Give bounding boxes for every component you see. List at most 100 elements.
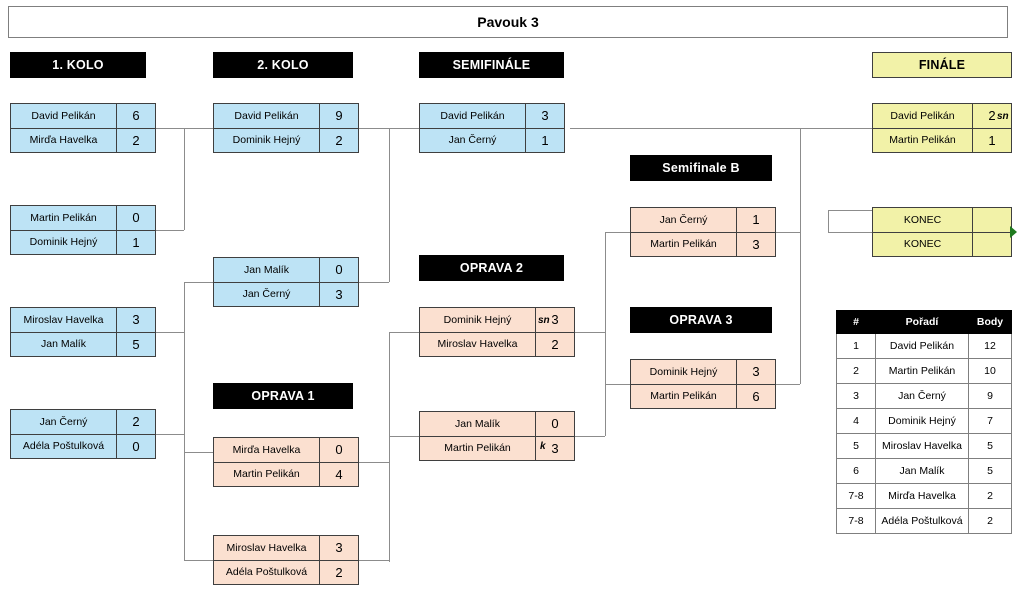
match-row[interactable]: David Pelikán 9 bbox=[214, 104, 358, 129]
match-oprava2-1[interactable]: Dominik Hejný 3 Miroslav Havelka 2 bbox=[419, 307, 575, 357]
match-row[interactable]: Miroslav Havelka 2 bbox=[420, 332, 574, 356]
match-semifinale-b[interactable]: Jan Černý 1 Martin Pelikán 3 bbox=[630, 207, 776, 257]
player-name: Jan Černý bbox=[420, 128, 526, 152]
header-finale: FINÁLE bbox=[872, 52, 1012, 78]
connector bbox=[156, 434, 184, 435]
match-row[interactable]: Martin Pelikán 1 bbox=[873, 128, 1011, 152]
match-row[interactable]: Jan Černý 2 bbox=[11, 410, 155, 435]
player-score: 2 bbox=[117, 128, 155, 152]
player-name: Dominik Hejný bbox=[214, 128, 320, 152]
player-score: 3 bbox=[536, 436, 574, 460]
connector bbox=[605, 384, 630, 385]
standings-points: 5 bbox=[968, 433, 1012, 459]
standings-points: 2 bbox=[968, 508, 1012, 534]
match-row[interactable]: Jan Malík 5 bbox=[11, 332, 155, 356]
match-row[interactable]: Dominik Hejný 3 bbox=[420, 308, 574, 333]
connector bbox=[156, 332, 184, 333]
standings-rank: 2 bbox=[836, 358, 876, 384]
match-row[interactable]: Dominik Hejný 1 bbox=[11, 230, 155, 254]
connector bbox=[570, 436, 605, 437]
match-row[interactable]: Martin Pelikán 3 bbox=[420, 436, 574, 460]
match-row[interactable]: David Pelikán 2 bbox=[873, 104, 1011, 129]
standings-rank: 3 bbox=[836, 383, 876, 409]
player-score: 2 bbox=[320, 560, 358, 584]
match-row[interactable]: Adéla Poštulková 0 bbox=[11, 434, 155, 458]
header-semifinale-b: Semifinale B bbox=[630, 155, 772, 181]
connector bbox=[828, 210, 829, 232]
connector bbox=[389, 332, 419, 333]
match-r1-4[interactable]: Jan Černý 2 Adéla Poštulková 0 bbox=[10, 409, 156, 459]
standings-header-points: Body bbox=[968, 310, 1012, 334]
match-oprava2-2[interactable]: Jan Malík 0 Martin Pelikán 3 bbox=[419, 411, 575, 461]
match-semifinale[interactable]: David Pelikán 3 Jan Černý 1 bbox=[419, 103, 565, 153]
connector bbox=[359, 560, 389, 561]
match-row[interactable]: Martin Pelikán 6 bbox=[631, 384, 775, 408]
match-r1-2[interactable]: Martin Pelikán 0 Dominik Hejný 1 bbox=[10, 205, 156, 255]
player-score: 3 bbox=[526, 104, 564, 128]
match-oprava1-2[interactable]: Miroslav Havelka 3 Adéla Poštulková 2 bbox=[213, 535, 359, 585]
match-row[interactable]: Dominik Hejný 2 bbox=[214, 128, 358, 152]
standings-name: Jan Malík bbox=[875, 458, 969, 484]
connector bbox=[800, 128, 801, 232]
connector bbox=[156, 230, 184, 231]
match-row[interactable]: Mirďa Havelka 0 bbox=[214, 438, 358, 463]
standings-name: Martin Pelikán bbox=[875, 358, 969, 384]
match-row[interactable]: Dominik Hejný 3 bbox=[631, 360, 775, 385]
header-round-2: 2. KOLO bbox=[213, 52, 353, 78]
player-score: 2 bbox=[536, 332, 574, 356]
player-name: Martin Pelikán bbox=[11, 206, 117, 230]
match-row[interactable]: David Pelikán 3 bbox=[420, 104, 564, 129]
match-row[interactable]: Jan Černý 1 bbox=[420, 128, 564, 152]
player-name: Mirďa Havelka bbox=[214, 438, 320, 462]
standings-header-name: Pořadí bbox=[875, 310, 969, 334]
player-score: 0 bbox=[320, 258, 358, 282]
standings-points: 5 bbox=[968, 458, 1012, 484]
match-r1-1[interactable]: David Pelikán 6 Mirďa Havelka 2 bbox=[10, 103, 156, 153]
player-score: 4 bbox=[320, 462, 358, 486]
player-score: 3 bbox=[320, 282, 358, 306]
score-annotation-sn: sn bbox=[997, 111, 1009, 122]
connector bbox=[828, 232, 872, 233]
standings-name: David Pelikán bbox=[875, 333, 969, 359]
match-finale[interactable]: David Pelikán 2 Martin Pelikán 1 bbox=[872, 103, 1012, 153]
match-row[interactable]: Martin Pelikán 3 bbox=[631, 232, 775, 256]
match-oprava1-1[interactable]: Mirďa Havelka 0 Martin Pelikán 4 bbox=[213, 437, 359, 487]
connector bbox=[389, 128, 390, 282]
header-oprava-3: OPRAVA 3 bbox=[630, 307, 772, 333]
player-score: 3 bbox=[536, 308, 574, 332]
match-row[interactable]: Jan Malík 0 bbox=[214, 258, 358, 283]
match-row[interactable]: Jan Malík 0 bbox=[420, 412, 574, 437]
match-row[interactable]: Martin Pelikán 4 bbox=[214, 462, 358, 486]
match-row[interactable]: Martin Pelikán 0 bbox=[11, 206, 155, 231]
match-row[interactable]: Adéla Poštulková 2 bbox=[214, 560, 358, 584]
player-score: 1 bbox=[526, 128, 564, 152]
player-name: David Pelikán bbox=[873, 104, 973, 128]
match-row[interactable]: Miroslav Havelka 3 bbox=[11, 308, 155, 333]
match-r1-3[interactable]: Miroslav Havelka 3 Jan Malík 5 bbox=[10, 307, 156, 357]
standings-points: 9 bbox=[968, 383, 1012, 409]
standings-points: 10 bbox=[968, 358, 1012, 384]
match-row[interactable]: Jan Černý 1 bbox=[631, 208, 775, 233]
connector bbox=[184, 452, 213, 453]
match-row[interactable]: David Pelikán 6 bbox=[11, 104, 155, 129]
match-row[interactable]: Miroslav Havelka 3 bbox=[214, 536, 358, 561]
connector bbox=[800, 232, 801, 384]
player-score: 1 bbox=[737, 208, 775, 232]
match-r2-2[interactable]: Jan Malík 0 Jan Černý 3 bbox=[213, 257, 359, 307]
player-score: 6 bbox=[117, 104, 155, 128]
match-row[interactable]: Mirďa Havelka 2 bbox=[11, 128, 155, 152]
match-oprava3[interactable]: Dominik Hejný 3 Martin Pelikán 6 bbox=[630, 359, 776, 409]
player-score: 1 bbox=[117, 230, 155, 254]
match-row[interactable]: Jan Černý 3 bbox=[214, 282, 358, 306]
konec-label: KONEC bbox=[873, 208, 973, 232]
standings-points: 12 bbox=[968, 333, 1012, 359]
match-r2-1[interactable]: David Pelikán 9 Dominik Hejný 2 bbox=[213, 103, 359, 153]
konec-row: KONEC bbox=[873, 232, 1011, 256]
standings-points: 7 bbox=[968, 408, 1012, 434]
player-name: Martin Pelikán bbox=[214, 462, 320, 486]
player-score: 1 bbox=[973, 128, 1011, 152]
connector bbox=[184, 434, 185, 560]
